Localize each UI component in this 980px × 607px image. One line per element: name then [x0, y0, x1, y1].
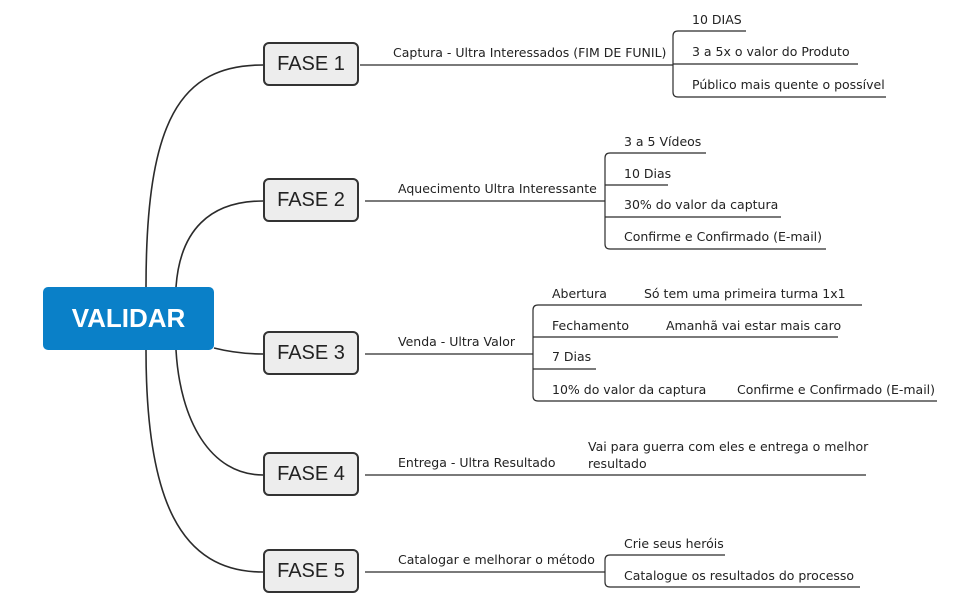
leaf-fase-1-item-2[interactable]: 3 a 5x o valor do Produto [692, 44, 850, 59]
root-link-fase-3 [213, 347, 264, 355]
phase-node-fase-5[interactable]: FASE 5 [263, 549, 359, 593]
branch-label-fase-1[interactable]: Captura - Ultra Interessados (FIM DE FUN… [393, 45, 667, 60]
root-link-fase-2 [175, 200, 264, 288]
root-link-fase-1 [145, 64, 264, 288]
leaf-fase-3-abertura-child[interactable]: Só tem uma primeira turma 1x1 [644, 286, 846, 301]
root-link-fase-4 [175, 349, 264, 476]
branch-label-fase-5[interactable]: Catalogar e melhorar o método [398, 552, 595, 567]
leaf-fase-2-item-1[interactable]: 3 a 5 Vídeos [624, 134, 702, 149]
leaf-fase-5-item-1[interactable]: Crie seus heróis [624, 536, 724, 551]
leaf-fase-3-7-dias[interactable]: 7 Dias [552, 349, 592, 364]
leaf-fase-2-item-4[interactable]: Confirme e Confirmado (E-mail) [624, 229, 823, 244]
phase-node-fase-4[interactable]: FASE 4 [263, 452, 359, 496]
phase-node-fase-3[interactable]: FASE 3 [263, 331, 359, 375]
leaf-fase-3-valor-captura[interactable]: 10% do valor da captura [552, 382, 707, 397]
fase-5-bracket [604, 554, 860, 588]
leaf-fase-3-valor-captura-child[interactable]: Confirme e Confirmado (E-mail) [737, 382, 936, 397]
branch-label-fase-4[interactable]: Entrega - Ultra Resultado [398, 455, 556, 470]
fase-2-bracket [604, 152, 826, 250]
leaf-fase-4-item-1[interactable]: Vai para guerra com eles e entrega o mel… [588, 439, 869, 471]
fase-3-bracket [532, 304, 937, 402]
root-node[interactable]: VALIDAR [43, 287, 214, 350]
root-link-fase-5 [145, 349, 264, 573]
phase-node-fase-2[interactable]: FASE 2 [263, 178, 359, 222]
phase-node-fase-1[interactable]: FASE 1 [263, 42, 359, 86]
fase-1-bracket [672, 30, 886, 98]
leaf-fase-5-item-2[interactable]: Catalogue os resultados do processo [624, 568, 855, 583]
leaf-fase-3-abertura[interactable]: Abertura [552, 286, 607, 301]
branch-label-fase-2[interactable]: Aquecimento Ultra Interessante [398, 181, 597, 196]
leaf-fase-3-fechamento-child[interactable]: Amanhã vai estar mais caro [666, 318, 842, 333]
leaf-fase-3-fechamento[interactable]: Fechamento [552, 318, 629, 333]
branch-label-fase-3[interactable]: Venda - Ultra Valor [398, 334, 516, 349]
leaf-fase-1-item-3[interactable]: Público mais quente o possível [692, 77, 885, 92]
leaf-fase-2-item-3[interactable]: 30% do valor da captura [624, 197, 779, 212]
leaf-fase-1-item-1[interactable]: 10 DIAS [692, 12, 742, 27]
leaf-fase-2-item-2[interactable]: 10 Dias [624, 166, 672, 181]
